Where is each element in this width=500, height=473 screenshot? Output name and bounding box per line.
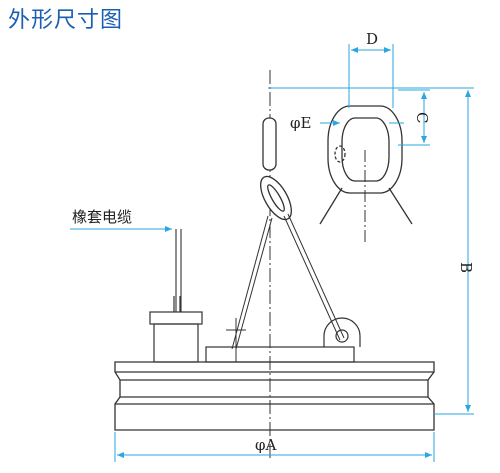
magnet-body (114, 361, 435, 431)
dim-E-label: φE (290, 114, 311, 132)
top-plate (205, 346, 355, 363)
page-title: 外形尺寸图 (8, 8, 124, 33)
dimension-lines (70, 44, 474, 462)
lifting-rod (262, 117, 277, 171)
dim-C-label: C (413, 112, 431, 123)
left-stud (226, 318, 246, 362)
chain-link (260, 175, 292, 221)
dim-B-label: B (457, 262, 475, 273)
slings (231, 213, 345, 350)
cable (175, 229, 182, 312)
ring-detail (319, 105, 413, 244)
dim-D-label: D (366, 30, 378, 48)
lifting-lug (323, 317, 361, 347)
cable-label: 橡套电缆 (72, 208, 132, 226)
dim-A-label: φA (255, 436, 277, 454)
